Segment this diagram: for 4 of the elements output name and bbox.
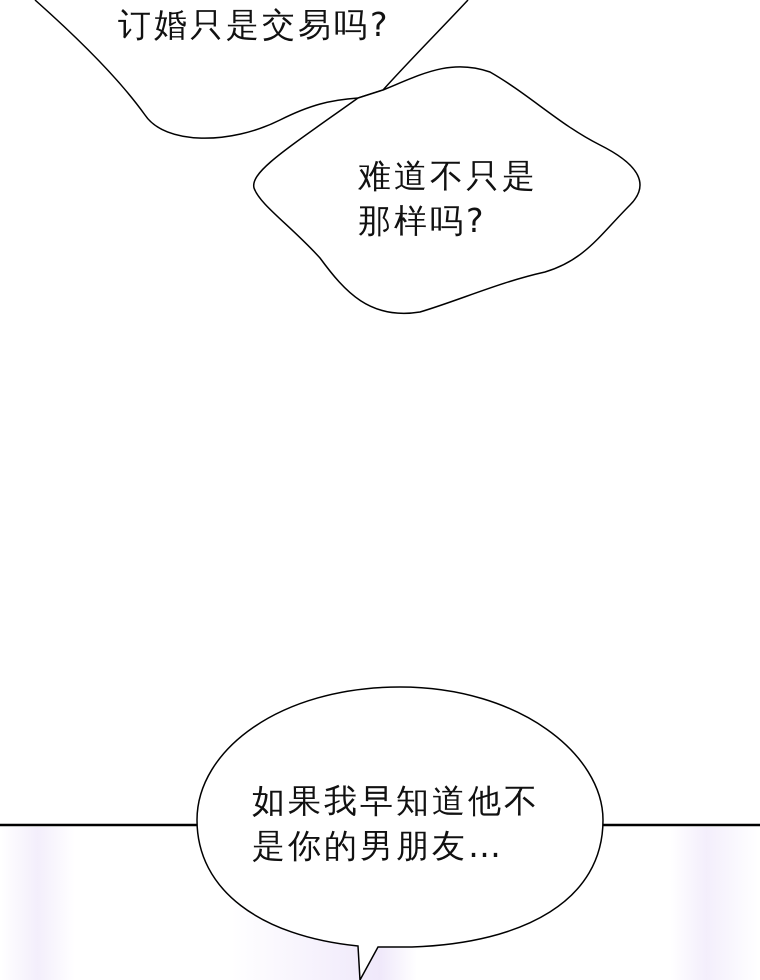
speech-text: 如果我早知道他不是你的男朋友… — [252, 780, 541, 867]
speech-text: 订婚只是交易吗? — [118, 4, 391, 46]
speech-bubble — [195, 685, 605, 980]
speech-text: 难道不只是那样吗? — [358, 155, 539, 242]
